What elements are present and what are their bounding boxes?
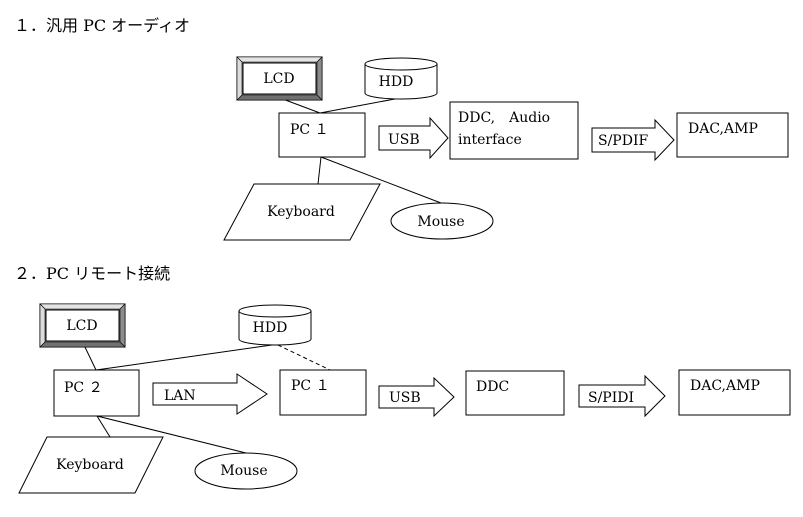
lan-label: LAN: [164, 388, 196, 404]
spdif-arrow: [591, 118, 675, 162]
lcd-monitor: LCD: [236, 56, 323, 101]
connector-hdd-pc: [319, 97, 401, 114]
keyboard-shape: [223, 183, 381, 241]
pc1-label-2: PC １: [291, 378, 330, 394]
connector-pc2-keyboard: [96, 415, 111, 438]
keyboard-shape-2: [18, 436, 164, 494]
lcd-label: LCD: [263, 71, 294, 87]
mouse-label: Mouse: [417, 214, 464, 230]
lcd-label-2: LCD: [66, 318, 97, 334]
dac-amp-label-1: DAC,AMP: [688, 121, 758, 137]
pc1-label: PC １: [290, 122, 329, 138]
section-2-heading: ２．PC リモート接続: [14, 264, 170, 283]
connector-hdd-pc1-dashed: [277, 344, 331, 371]
spidi-label: S/PIDI: [588, 390, 634, 406]
mouse-shape: [390, 202, 494, 240]
pc2-label: PC ２: [64, 380, 103, 396]
connector-pc-keyboard: [317, 156, 322, 185]
connector-hdd-pc2: [95, 344, 273, 371]
pc1-box: [278, 112, 366, 158]
lcd-monitor-2: LCD: [39, 303, 126, 348]
hdd-label-2: HDD: [253, 320, 288, 336]
dac-amp-box-1: [676, 112, 789, 158]
hdd-label: HDD: [379, 74, 414, 90]
keyboard-label: Keyboard: [267, 204, 335, 220]
hdd-cylinder-2: HDD: [238, 304, 312, 346]
section-1-heading: １．汎用 PC オーディオ: [14, 16, 190, 35]
ddc-audio-box: [449, 101, 579, 160]
usb-arrow: [378, 116, 449, 160]
lan-arrow: [152, 373, 268, 415]
dac-amp-box-2: [678, 369, 791, 416]
spidi-arrow: [578, 374, 666, 418]
pc2-box: [53, 369, 140, 417]
dac-amp-label-2: DAC,AMP: [690, 378, 760, 394]
ddc-label: DDC: [476, 379, 509, 395]
ddc-box: [465, 370, 565, 416]
mouse-shape-2: [194, 452, 298, 490]
spdif-label: S/PDIF: [598, 133, 648, 149]
section-2: ２．PC リモート接続 LCD HDD PC ２ LAN: [14, 264, 791, 494]
pc1-box-2: [279, 369, 367, 416]
hdd-cylinder: HDD: [364, 57, 438, 100]
connector-pc-mouse: [320, 156, 442, 204]
connector-lcd-pc2: [83, 344, 97, 371]
ddc-audio-line2: interface: [458, 132, 522, 148]
section-1: １．汎用 PC オーディオ LCD HDD PC １ Keyboard: [14, 16, 789, 241]
usb-arrow-2: [378, 376, 455, 418]
mouse-label-2: Mouse: [220, 463, 267, 479]
keyboard-label-2: Keyboard: [56, 457, 124, 473]
usb-label: USB: [388, 132, 420, 148]
connector-pc2-mouse: [96, 415, 247, 454]
ddc-audio-line1: DDC, Audio: [458, 110, 550, 126]
usb-label-2: USB: [389, 390, 421, 406]
